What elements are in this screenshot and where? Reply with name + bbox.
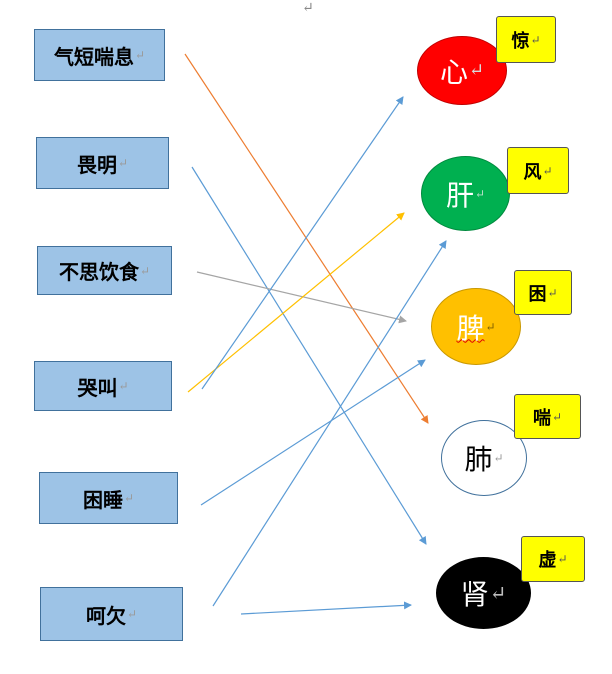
connector-arrow-s5-o3: [200, 359, 426, 506]
paragraph-mark-icon: ↵: [547, 285, 558, 300]
organ-circle-heart[interactable]: 心↵: [417, 36, 507, 105]
tag-chuan[interactable]: 喘↵: [514, 394, 581, 439]
paragraph-mark-icon: ↵: [493, 451, 504, 465]
organ-label: 心: [439, 55, 468, 89]
tag-kun[interactable]: 困↵: [514, 270, 572, 315]
paragraph-mark-icon: ↵: [134, 48, 146, 62]
symptom-label: 畏明: [76, 152, 117, 177]
connector-arrow-s6-o5: [240, 601, 412, 615]
organ-label: 肺: [464, 443, 493, 476]
tag-label: 惊: [511, 30, 530, 52]
paragraph-mark-icon: ↵: [302, 0, 314, 16]
organ-circle-kidney[interactable]: 肾↵: [436, 557, 531, 629]
paragraph-mark-icon: ↵: [123, 491, 135, 505]
organ-circle-lung[interactable]: 肺↵: [441, 420, 527, 496]
connector-arrow-s1-o4: [184, 53, 429, 424]
paragraph-mark-icon: ↵: [474, 186, 486, 201]
symptom-label: 气短喘息: [53, 44, 134, 69]
symptom-box-busi-yinshi[interactable]: 不思饮食↵: [37, 246, 172, 295]
paragraph-mark-icon: ↵: [557, 552, 568, 566]
symptom-box-kujiao[interactable]: 哭叫↵: [34, 361, 172, 411]
paragraph-mark-icon: ↵: [468, 60, 485, 81]
tag-jing[interactable]: 惊↵: [496, 16, 556, 63]
connector-arrow-s6-o2: [212, 240, 447, 607]
symptom-label: 哭叫: [77, 375, 118, 400]
organ-circle-spleen[interactable]: 脾↵: [431, 288, 521, 365]
paragraph-mark-icon: ↵: [489, 581, 507, 605]
paragraph-mark-icon: ↵: [126, 607, 138, 621]
organ-label: 肝: [445, 178, 474, 212]
symptom-box-heqian[interactable]: 呵欠↵: [40, 587, 183, 641]
organ-label: 肾: [460, 578, 489, 611]
tag-label: 困: [528, 283, 547, 305]
paragraph-mark-icon: ↵: [551, 409, 563, 424]
symptom-box-kunshui[interactable]: 困睡↵: [39, 472, 178, 524]
paragraph-mark-icon: ↵: [118, 379, 129, 393]
paragraph-mark-icon: ↵: [139, 263, 151, 278]
tag-feng[interactable]: 风↵: [507, 147, 569, 194]
paragraph-mark-icon: ↵: [117, 156, 129, 170]
connector-arrow-s2-o5: [191, 166, 427, 545]
paragraph-mark-icon: ↵: [542, 163, 553, 178]
symptom-label: 呵欠: [85, 603, 126, 628]
symptom-box-qiduan-chuanxi[interactable]: 气短喘息↵: [34, 29, 165, 81]
connector-arrow-s4-o2: [187, 212, 405, 393]
paragraph-mark-icon: ↵: [485, 319, 496, 334]
organ-label: 脾: [456, 311, 485, 345]
paragraph-mark-icon: ↵: [530, 32, 541, 47]
symptom-label: 不思饮食: [58, 260, 139, 284]
organ-circle-liver[interactable]: 肝↵: [421, 156, 510, 231]
symptom-label: 困睡: [82, 487, 123, 512]
tag-label: 虚: [538, 550, 557, 571]
tag-label: 喘: [532, 407, 551, 429]
connector-arrow-s3-o3: [196, 271, 407, 324]
connector-arrow-s4-o1: [201, 96, 404, 390]
tag-label: 风: [523, 161, 542, 183]
symptom-box-weiming[interactable]: 畏明↵: [36, 137, 169, 189]
tag-xu[interactable]: 虚↵: [521, 536, 585, 582]
